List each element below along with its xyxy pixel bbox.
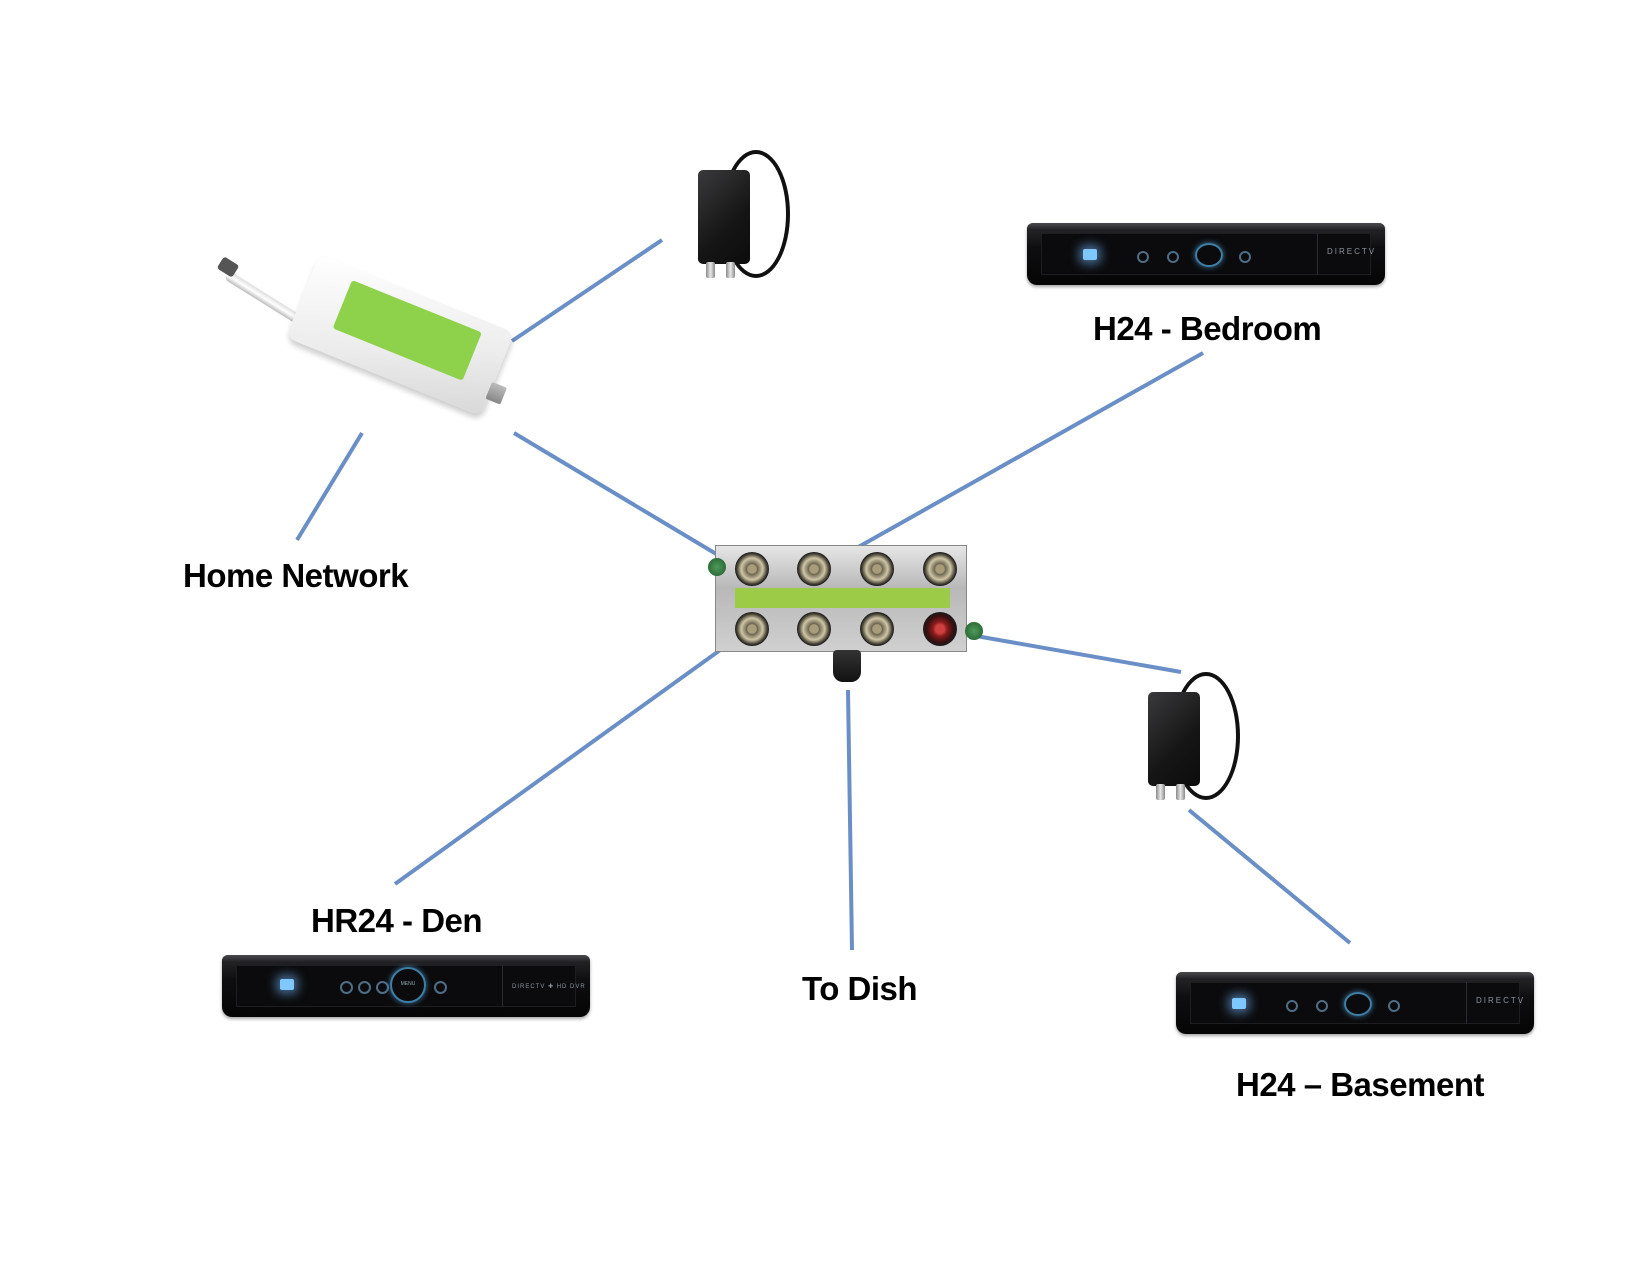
power-inserter-connector [706, 262, 715, 278]
receiver-brand: DIRECTV [1327, 247, 1377, 256]
splitter-port [860, 552, 894, 586]
panel-divider [502, 965, 503, 1007]
wire-den-to-splitter [393, 628, 750, 886]
directv-logo-icon [1232, 998, 1246, 1009]
label-bedroom: H24 - Bedroom [1093, 310, 1322, 347]
wire-splitter-to-power-inserter [941, 628, 1182, 674]
receiver-button [1286, 1000, 1298, 1012]
wire-deca-to-home-network [295, 431, 364, 542]
wire-power-inserter-to-basement [1187, 808, 1352, 945]
power-inserter-body [1148, 692, 1200, 786]
wire-dish-to-splitter [846, 689, 854, 951]
receiver-basement: DIRECTV [1176, 972, 1534, 1034]
receiver-top [1176, 972, 1534, 980]
receiver-brand: DIRECTV [1476, 996, 1526, 1005]
navigation-ring-icon [390, 967, 426, 1003]
splitter-port [735, 612, 769, 646]
receiver-button [1137, 251, 1149, 263]
power-inserter-connector [1176, 784, 1185, 800]
swm-splitter [705, 540, 995, 690]
power-inserter-connector [726, 262, 735, 278]
label-home-network: Home Network [183, 557, 409, 594]
label-dish: To Dish [802, 970, 918, 1007]
directv-logo-icon [280, 979, 294, 990]
power-inserter-connector [1156, 784, 1165, 800]
splitter-input-port [833, 650, 861, 682]
splitter-port [860, 612, 894, 646]
wire-deca-to-power-inserter [510, 238, 664, 343]
splitter-port [797, 612, 831, 646]
splitter-port [797, 552, 831, 586]
receiver-bedroom: DIRECTV [1027, 223, 1385, 285]
deca-port [485, 381, 507, 405]
receiver-button [1239, 251, 1251, 263]
splitter-port [923, 552, 957, 586]
receiver-top [1027, 223, 1385, 231]
navigation-ring-icon [1195, 243, 1223, 267]
deca-green-label [332, 280, 482, 381]
panel-divider [1317, 233, 1318, 275]
receiver-button [340, 981, 353, 994]
label-den: HR24 - Den [311, 902, 483, 939]
splitter-power-port [923, 612, 957, 646]
receiver-button [1167, 251, 1179, 263]
receiver-top [222, 955, 590, 963]
deca-module [205, 240, 525, 440]
splitter-port [735, 552, 769, 586]
wire-deca-to-splitter [512, 431, 750, 575]
splitter-green-band [735, 588, 950, 608]
label-basement: H24 – Basement [1236, 1066, 1484, 1103]
deca-housing [285, 253, 515, 417]
power-inserter-top [690, 150, 790, 290]
receiver-button [1316, 1000, 1328, 1012]
receiver-brand: DIRECTV ✚ HD DVR [512, 984, 586, 990]
receiver-button [434, 981, 447, 994]
menu-button-label: MENU [400, 981, 416, 987]
power-inserter-bottom [1140, 672, 1240, 812]
directv-logo-icon [1083, 249, 1097, 260]
power-inserter-body [698, 170, 750, 264]
ground-screw-icon [965, 622, 983, 640]
panel-divider [1466, 982, 1467, 1024]
receiver-button [376, 981, 389, 994]
ground-screw-icon [708, 558, 726, 576]
receiver-button [358, 981, 371, 994]
receiver-den: MENU DIRECTV ✚ HD DVR [222, 955, 590, 1017]
receiver-button [1388, 1000, 1400, 1012]
navigation-ring-icon [1344, 992, 1372, 1016]
wire-bedroom-to-splitter [813, 351, 1204, 574]
